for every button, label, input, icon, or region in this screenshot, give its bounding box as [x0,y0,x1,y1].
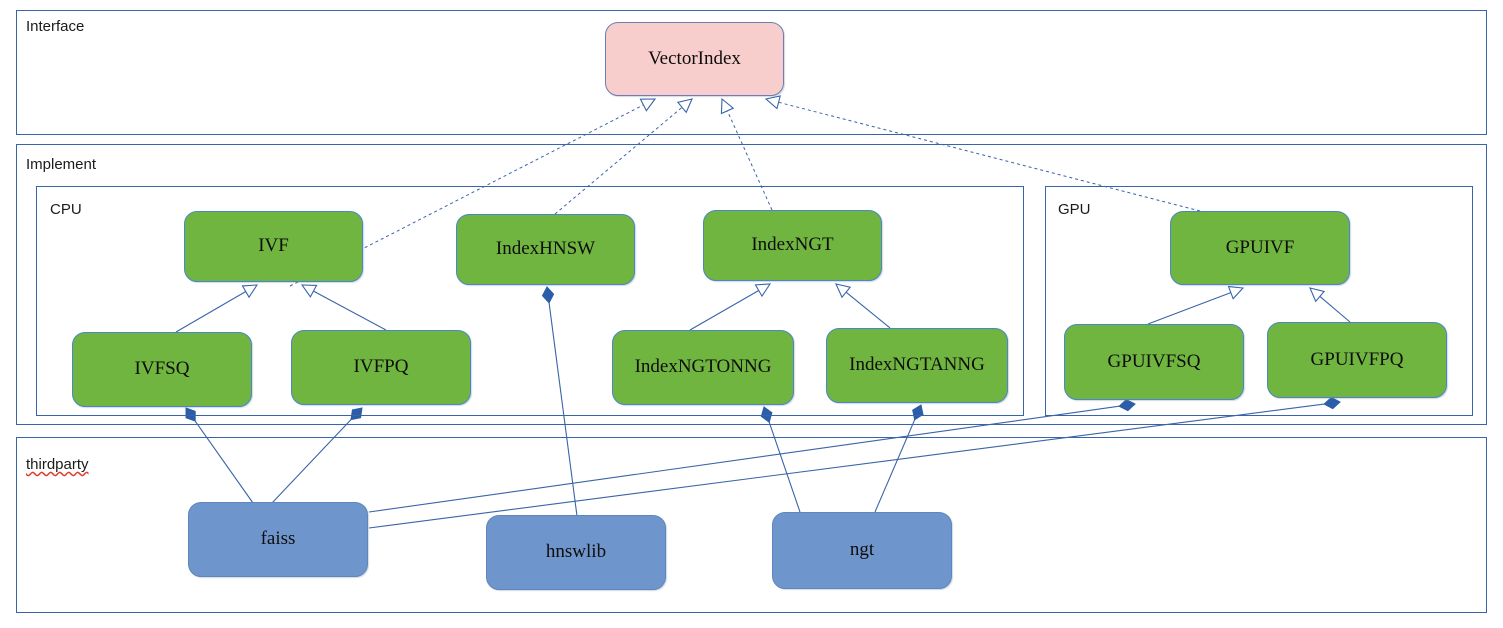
node-label-indexngt: IndexNGT [751,234,834,256]
container-label-gpu: GPU [1058,201,1091,218]
container-thirdparty [16,437,1487,613]
node-gpuivf[interactable]: GPUIVF [1170,211,1350,285]
node-ivf[interactable]: IVF [184,211,363,282]
node-label-ivfsq: IVFSQ [134,358,190,380]
node-indexhnsw[interactable]: IndexHNSW [456,214,635,285]
node-label-indexngtonng: IndexNGTONNG [634,356,772,378]
node-gpuivfpq[interactable]: GPUIVFPQ [1267,322,1447,398]
node-label-faiss: faiss [260,528,296,550]
node-label-hnswlib: hnswlib [545,541,607,563]
node-gpuivfsq[interactable]: GPUIVFSQ [1064,324,1244,400]
node-indexngt[interactable]: IndexNGT [703,210,882,281]
node-label-indexhnsw: IndexHNSW [495,238,596,260]
node-indexngtonng[interactable]: IndexNGTONNG [612,330,794,405]
node-label-gpuivf: GPUIVF [1225,236,1295,258]
node-label-ivfpq: IVFPQ [353,356,409,378]
node-indexngtanng[interactable]: IndexNGTANNG [826,328,1008,403]
node-ivfpq[interactable]: IVFPQ [291,330,471,405]
container-cpu [36,186,1024,416]
container-label-thirdparty: thirdparty [26,456,89,473]
node-label-indexngtanng: IndexNGTANNG [849,354,985,376]
node-faiss[interactable]: faiss [188,502,368,577]
container-implement [16,144,1487,425]
node-label-gpuivfsq: GPUIVFSQ [1107,350,1201,372]
node-label-ivf: IVF [258,235,289,257]
node-label-vectorindex: VectorIndex [648,47,741,69]
node-label-ngt: ngt [849,539,875,561]
container-interface [16,10,1487,135]
node-ivfsq[interactable]: IVFSQ [72,332,252,407]
node-label-gpuivfpq: GPUIVFPQ [1310,348,1404,370]
container-label-cpu: CPU [50,201,82,218]
node-vectorindex[interactable]: VectorIndex [605,22,784,96]
container-label-interface: Interface [26,18,85,35]
node-hnswlib[interactable]: hnswlib [486,515,666,590]
node-ngt[interactable]: ngt [772,512,952,589]
container-label-implement: Implement [26,156,97,173]
container-gpu [1045,186,1473,416]
